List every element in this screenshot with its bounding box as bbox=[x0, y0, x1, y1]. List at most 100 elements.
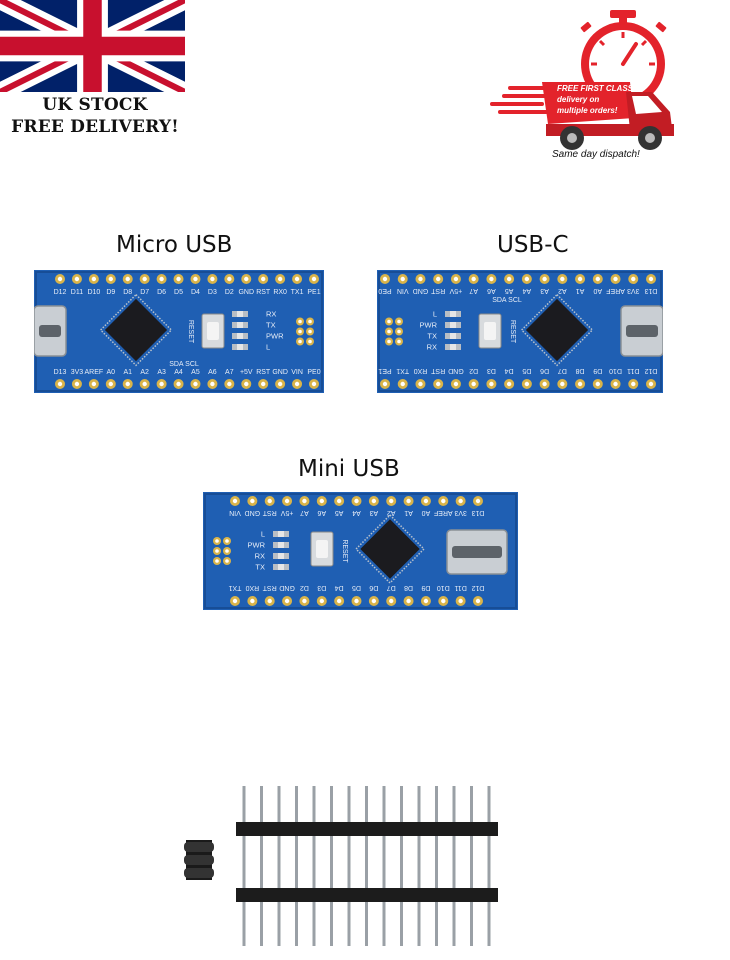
icsp-hole bbox=[225, 549, 229, 553]
pin-hole bbox=[159, 276, 164, 282]
pin-hole bbox=[489, 381, 494, 387]
pin-hole bbox=[389, 498, 394, 504]
pin-label: VIN bbox=[229, 509, 241, 516]
pin-hole bbox=[277, 381, 283, 387]
reset-label: RESET bbox=[509, 320, 516, 344]
pin-hole bbox=[458, 498, 463, 504]
pin-hole bbox=[250, 598, 255, 604]
pin-hole bbox=[441, 498, 446, 504]
icsp-hole bbox=[298, 329, 302, 334]
pin-label: VIN bbox=[397, 287, 409, 294]
icsp-hole bbox=[225, 559, 229, 563]
pin-hole bbox=[57, 276, 63, 282]
pin-hole bbox=[400, 381, 405, 387]
pin-label: A2 bbox=[558, 287, 567, 294]
pin-label: A2 bbox=[387, 509, 396, 516]
pin-label: A0 bbox=[593, 287, 602, 294]
pin-hole bbox=[436, 276, 441, 282]
pin-hole bbox=[471, 381, 476, 387]
pin-label: D3 bbox=[487, 367, 496, 374]
pin-hole bbox=[441, 598, 446, 604]
icsp-hole bbox=[308, 329, 312, 334]
pin-label: GND bbox=[279, 584, 295, 591]
icsp-hole bbox=[215, 549, 219, 553]
pin-hole bbox=[354, 498, 359, 504]
pcb-body bbox=[377, 270, 663, 393]
pin-label: D11 bbox=[454, 584, 466, 591]
pin-label: TX1 bbox=[396, 367, 409, 374]
pin-hole bbox=[108, 276, 114, 282]
icsp-hole bbox=[397, 319, 401, 324]
pin-label: D5 bbox=[522, 367, 531, 374]
pin-hole bbox=[371, 598, 377, 604]
pin-hole bbox=[436, 381, 441, 387]
led-label: PWR bbox=[266, 332, 284, 341]
pin-label: D6 bbox=[540, 367, 549, 374]
pin-hole bbox=[319, 498, 324, 504]
pin-label: A4 bbox=[352, 509, 361, 516]
pin-label: A6 bbox=[487, 287, 496, 294]
same-day-dispatch-text: Same day dispatch! bbox=[552, 149, 640, 160]
pin-label: D12 bbox=[471, 584, 484, 591]
pin-hole bbox=[74, 276, 80, 282]
icsp-hole bbox=[397, 329, 401, 334]
pin-hole bbox=[648, 381, 654, 387]
pin-label: A4 bbox=[522, 287, 531, 294]
pin-hole bbox=[159, 381, 164, 387]
pin-label: +5V bbox=[280, 509, 293, 516]
pin-hole bbox=[277, 276, 283, 282]
icsp-hole bbox=[215, 539, 219, 543]
pin-hole bbox=[284, 598, 290, 604]
icsp-hole bbox=[308, 319, 312, 324]
pin-label: A7 bbox=[225, 369, 234, 376]
pin-hole bbox=[294, 276, 300, 282]
pin-hole bbox=[244, 381, 249, 387]
pin-hole bbox=[142, 276, 147, 282]
pin-hole bbox=[577, 276, 583, 282]
pin-hole bbox=[232, 598, 238, 604]
pin-hole bbox=[595, 276, 600, 282]
reset-label: RESET bbox=[341, 539, 348, 563]
pin-hole bbox=[244, 276, 249, 282]
pin-label: A0 bbox=[107, 369, 116, 376]
pin-hole bbox=[336, 598, 342, 604]
pin-label: A7 bbox=[300, 509, 309, 516]
pin-label: D9 bbox=[421, 584, 430, 591]
pin-label: A5 bbox=[335, 509, 344, 516]
pin-hole bbox=[423, 598, 429, 604]
pin-label: D13 bbox=[54, 369, 67, 376]
pin-label: D6 bbox=[157, 289, 166, 296]
led-lens bbox=[278, 542, 284, 548]
pin-label: D13 bbox=[644, 287, 657, 294]
pin-hole bbox=[227, 276, 232, 282]
pin-label: PE1 bbox=[378, 367, 391, 374]
pin-label: D2 bbox=[469, 367, 478, 374]
pin-label: GND bbox=[272, 369, 288, 376]
pin-label: A1 bbox=[576, 287, 585, 294]
led-lens bbox=[278, 564, 284, 570]
pin-label: A5 bbox=[505, 287, 514, 294]
pin-label: D6 bbox=[369, 584, 378, 591]
usb-port-opening bbox=[452, 546, 502, 558]
icsp-hole bbox=[387, 329, 391, 334]
pin-hole bbox=[91, 381, 97, 387]
uk-flag-icon bbox=[0, 0, 185, 92]
icsp-hole bbox=[397, 339, 401, 344]
mcu-chip bbox=[525, 298, 589, 362]
reset-button-cap bbox=[207, 322, 219, 340]
mcu-pins bbox=[99, 293, 173, 367]
pin-hole bbox=[227, 381, 232, 387]
mcu-chip bbox=[104, 298, 168, 362]
led-lens bbox=[278, 553, 284, 559]
micro-usb-caption: Micro USB bbox=[116, 232, 233, 258]
pin-label: 3V3 bbox=[454, 509, 467, 516]
pin-hole bbox=[267, 598, 272, 604]
pin-label: D2 bbox=[225, 289, 234, 296]
pin-hole bbox=[354, 598, 359, 604]
pin-hole bbox=[261, 276, 266, 282]
led-label: PWR bbox=[248, 541, 266, 550]
pin-label: A0 bbox=[422, 509, 431, 516]
pin-label: D9 bbox=[106, 289, 115, 296]
pin-hole bbox=[210, 276, 215, 282]
